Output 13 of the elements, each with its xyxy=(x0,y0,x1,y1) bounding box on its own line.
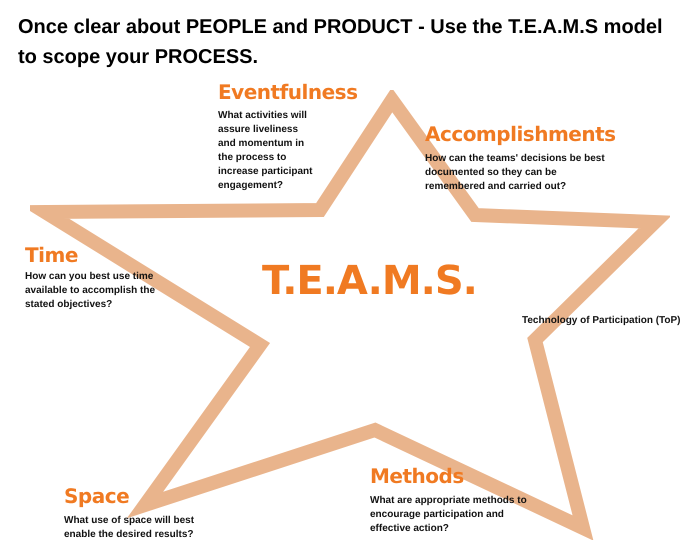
question-text: What use of space will best enable the desired results? xyxy=(64,514,196,542)
question-text: How can the teams' decisions be best documented so they can be remembered and carried out? xyxy=(425,152,606,194)
heading: Methods xyxy=(370,464,464,488)
heading: Eventfulness xyxy=(218,80,358,104)
heading: Accomplishments xyxy=(425,122,616,146)
question-text: How can you best use time available to accomplish the stated objectives? xyxy=(25,270,156,312)
star-title: T.E.A.M.S. xyxy=(262,258,477,304)
heading: Time xyxy=(25,243,78,267)
question-text: What are appropriate methods to encourage participation and effective action? xyxy=(370,494,528,536)
heading: Space xyxy=(64,484,130,508)
title: Once clear about PEOPLE and PRODUCT - Use the T.E.A.M.S model to scope your PROCESS. xyxy=(18,15,664,70)
note-text: Technology of Participation (ToP) xyxy=(522,314,681,328)
question-text: What activities will assure liveliness and momentum in the process to increase participant engagement? xyxy=(218,109,314,193)
